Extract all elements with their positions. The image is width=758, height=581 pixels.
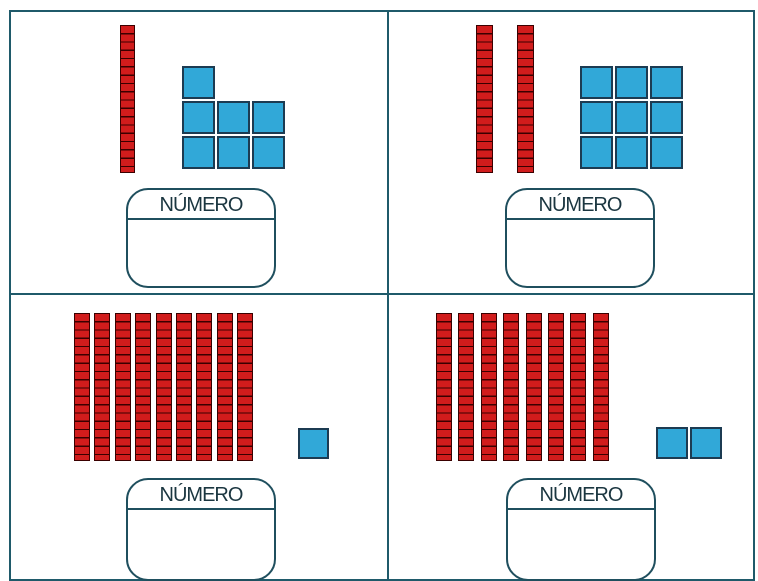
unit-cube [615,136,648,169]
tens-rod [570,313,586,461]
tens-rod [458,313,474,461]
tens-rod [503,313,519,461]
unit-cube [252,101,285,134]
tens-rod [436,313,452,461]
tens-rod [526,313,542,461]
unit-cube [217,136,250,169]
unit-cube [615,66,648,99]
unit-cube [650,136,683,169]
number-answer-box[interactable]: NÚMERO [126,188,276,288]
vertical-divider [387,10,389,581]
unit-cube [580,136,613,169]
number-answer-box[interactable]: NÚMERO [126,478,276,581]
number-answer-box[interactable]: NÚMERO [506,478,656,581]
tens-rod [156,313,172,461]
tens-rod [74,313,90,461]
tens-rod [217,313,233,461]
unit-cube [580,66,613,99]
unit-cube [217,101,250,134]
unit-cube [650,66,683,99]
tens-rod [481,313,497,461]
unit-cube [182,66,215,99]
tens-rod [196,313,212,461]
tens-rod [237,313,253,461]
tens-rod [176,313,192,461]
tens-rod [120,25,135,173]
tens-rod [135,313,151,461]
tens-rod [548,313,564,461]
horizontal-divider [9,293,755,295]
number-answer-box[interactable]: NÚMERO [505,188,655,288]
number-label: NÚMERO [128,480,274,510]
unit-cube [580,101,613,134]
tens-rod [115,313,131,461]
unit-cube [182,136,215,169]
unit-cube [650,101,683,134]
unit-cube [690,427,722,459]
unit-cube [615,101,648,134]
tens-rod [476,25,493,173]
unit-cube [252,136,285,169]
tens-rod [517,25,534,173]
tens-rod [593,313,609,461]
tens-rod [94,313,110,461]
unit-cube [182,101,215,134]
number-label: NÚMERO [128,190,274,220]
number-label: NÚMERO [507,190,653,220]
unit-cube [656,427,688,459]
number-label: NÚMERO [508,480,654,510]
unit-cube [298,428,329,459]
